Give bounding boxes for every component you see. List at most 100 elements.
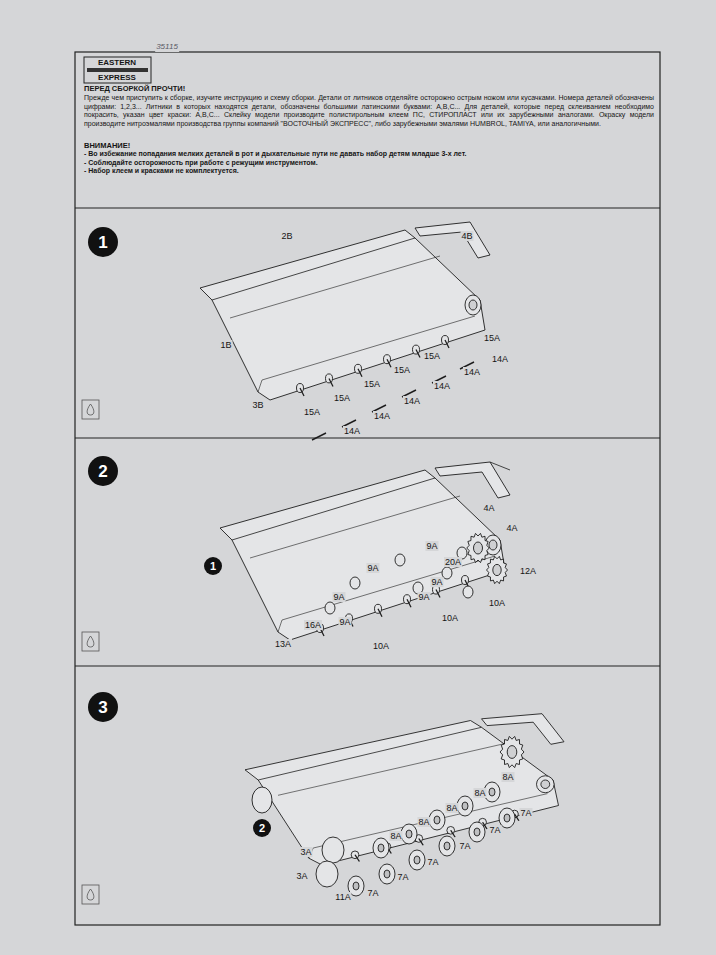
suspension-arm [436, 590, 440, 598]
suspension-arm [355, 855, 359, 862]
road-wheel-outer [379, 864, 395, 884]
part-number: 7A [519, 808, 532, 818]
hull-rear-edge [278, 620, 282, 632]
step-number: 3 [98, 699, 107, 716]
drive-sprocket [500, 736, 524, 767]
step-number-badge: 3 [88, 692, 118, 722]
part-number: 14A [491, 354, 509, 364]
part-number: 14A [403, 396, 421, 406]
part-number: 3A [299, 847, 312, 857]
icon-frame [82, 632, 99, 651]
road-wheel-hub [384, 870, 390, 878]
road-wheel-hub [353, 882, 359, 890]
road-wheel-hub [406, 830, 412, 838]
drive-sprocket-hub [493, 564, 501, 575]
icon-frame [82, 885, 99, 904]
heading: ПЕРЕД СБОРКОЙ ПРОЧТИ! [84, 84, 654, 93]
part-number: 8A [501, 772, 514, 782]
part-number: 3A [295, 871, 308, 881]
road-wheel-outer [469, 822, 485, 842]
drop-symbol [87, 404, 94, 415]
part-number: 7A [366, 888, 379, 898]
part-number: 7A [488, 825, 501, 835]
logo-text: EASTERN [97, 58, 137, 68]
part-number: 16A [304, 620, 322, 630]
header-text: ПЕРЕД СБОРКОЙ ПРОЧТИ!Прежде чем приступи… [84, 84, 654, 176]
road-wheel-inner [401, 824, 417, 844]
step2-parts [325, 462, 510, 614]
step-number: 2 [259, 823, 265, 834]
road-wheel-outer [409, 850, 425, 870]
axle-pin [312, 433, 326, 440]
part-number: 15A [393, 365, 411, 375]
part-number: 15A [363, 379, 381, 389]
part-number: 9A [366, 563, 379, 573]
subassembly-ref-badge: 2 [253, 819, 271, 837]
hull-top-edge [258, 727, 481, 780]
return-roller [395, 554, 405, 566]
part-number: 9A [417, 592, 430, 602]
part-number: 8A [445, 803, 458, 813]
part-number: 7A [458, 841, 471, 851]
step-number: 1 [98, 234, 107, 251]
drive-hub-core [489, 540, 497, 550]
front-plate [482, 714, 565, 745]
suspension-arm [407, 599, 411, 607]
handwritten-number: 35115 [155, 42, 179, 52]
logo-box [84, 57, 151, 83]
road-wheel-hub [414, 856, 420, 864]
step-number-badge: 1 [88, 227, 118, 257]
road-wheel-inner [373, 838, 389, 858]
icon-frame [82, 400, 99, 419]
glue-icon [82, 400, 99, 419]
part-number: 4A [482, 503, 495, 513]
hull-lower-edge [313, 794, 547, 848]
instruction-paragraph: Прежде чем приступить к сборке, изучите … [84, 94, 654, 129]
part-number: 7A [426, 857, 439, 867]
road-wheel-hub [489, 788, 495, 796]
hull-top-edge [212, 238, 415, 300]
road-wheel-hub [474, 828, 480, 836]
step1-figure [200, 222, 490, 440]
part-number: 10A [441, 613, 459, 623]
suspension-arm [416, 350, 420, 358]
part-number: 13A [274, 639, 292, 649]
road-wheel-hub [378, 844, 384, 852]
step3-figure [245, 714, 564, 865]
warning-item: - Набор клеем и красками не комплектуетс… [84, 167, 654, 176]
part-number: 2B [280, 231, 293, 241]
section-divider [75, 437, 660, 438]
part-number: 7A [396, 872, 409, 882]
subassembly-ref-badge: 1 [204, 557, 222, 575]
idler-wheel [252, 787, 272, 813]
return-roller [325, 602, 335, 614]
step3-parts [252, 736, 524, 896]
suspension-arm [358, 369, 362, 377]
part-number: 14A [463, 367, 481, 377]
road-wheel-hub [462, 802, 468, 810]
part-number: 4A [505, 523, 518, 533]
section-divider [75, 207, 660, 208]
suspension-arm [445, 340, 449, 348]
drop-symbol [87, 889, 94, 900]
drop-symbol [87, 636, 94, 647]
part-number: 9A [430, 577, 443, 587]
drive-hub-core [541, 780, 550, 789]
road-wheel-hub [504, 814, 510, 822]
drive-hub-core [469, 300, 477, 310]
step2-figure [220, 462, 510, 640]
fender-edge [490, 462, 510, 470]
warning-item: - Во избежание попадания мелких деталей … [84, 150, 654, 159]
glue-icon [82, 632, 99, 651]
part-number: 9A [332, 592, 345, 602]
part-number: 11A [334, 892, 351, 902]
part-number: 4B [460, 231, 473, 241]
idler-wheel [322, 837, 344, 863]
part-number: 10A [372, 641, 390, 651]
hull-lower-edge [262, 316, 475, 380]
part-number: 15A [303, 407, 321, 417]
return-roller [350, 577, 360, 589]
road-wheel-inner [457, 796, 473, 816]
front-plate [435, 462, 510, 498]
